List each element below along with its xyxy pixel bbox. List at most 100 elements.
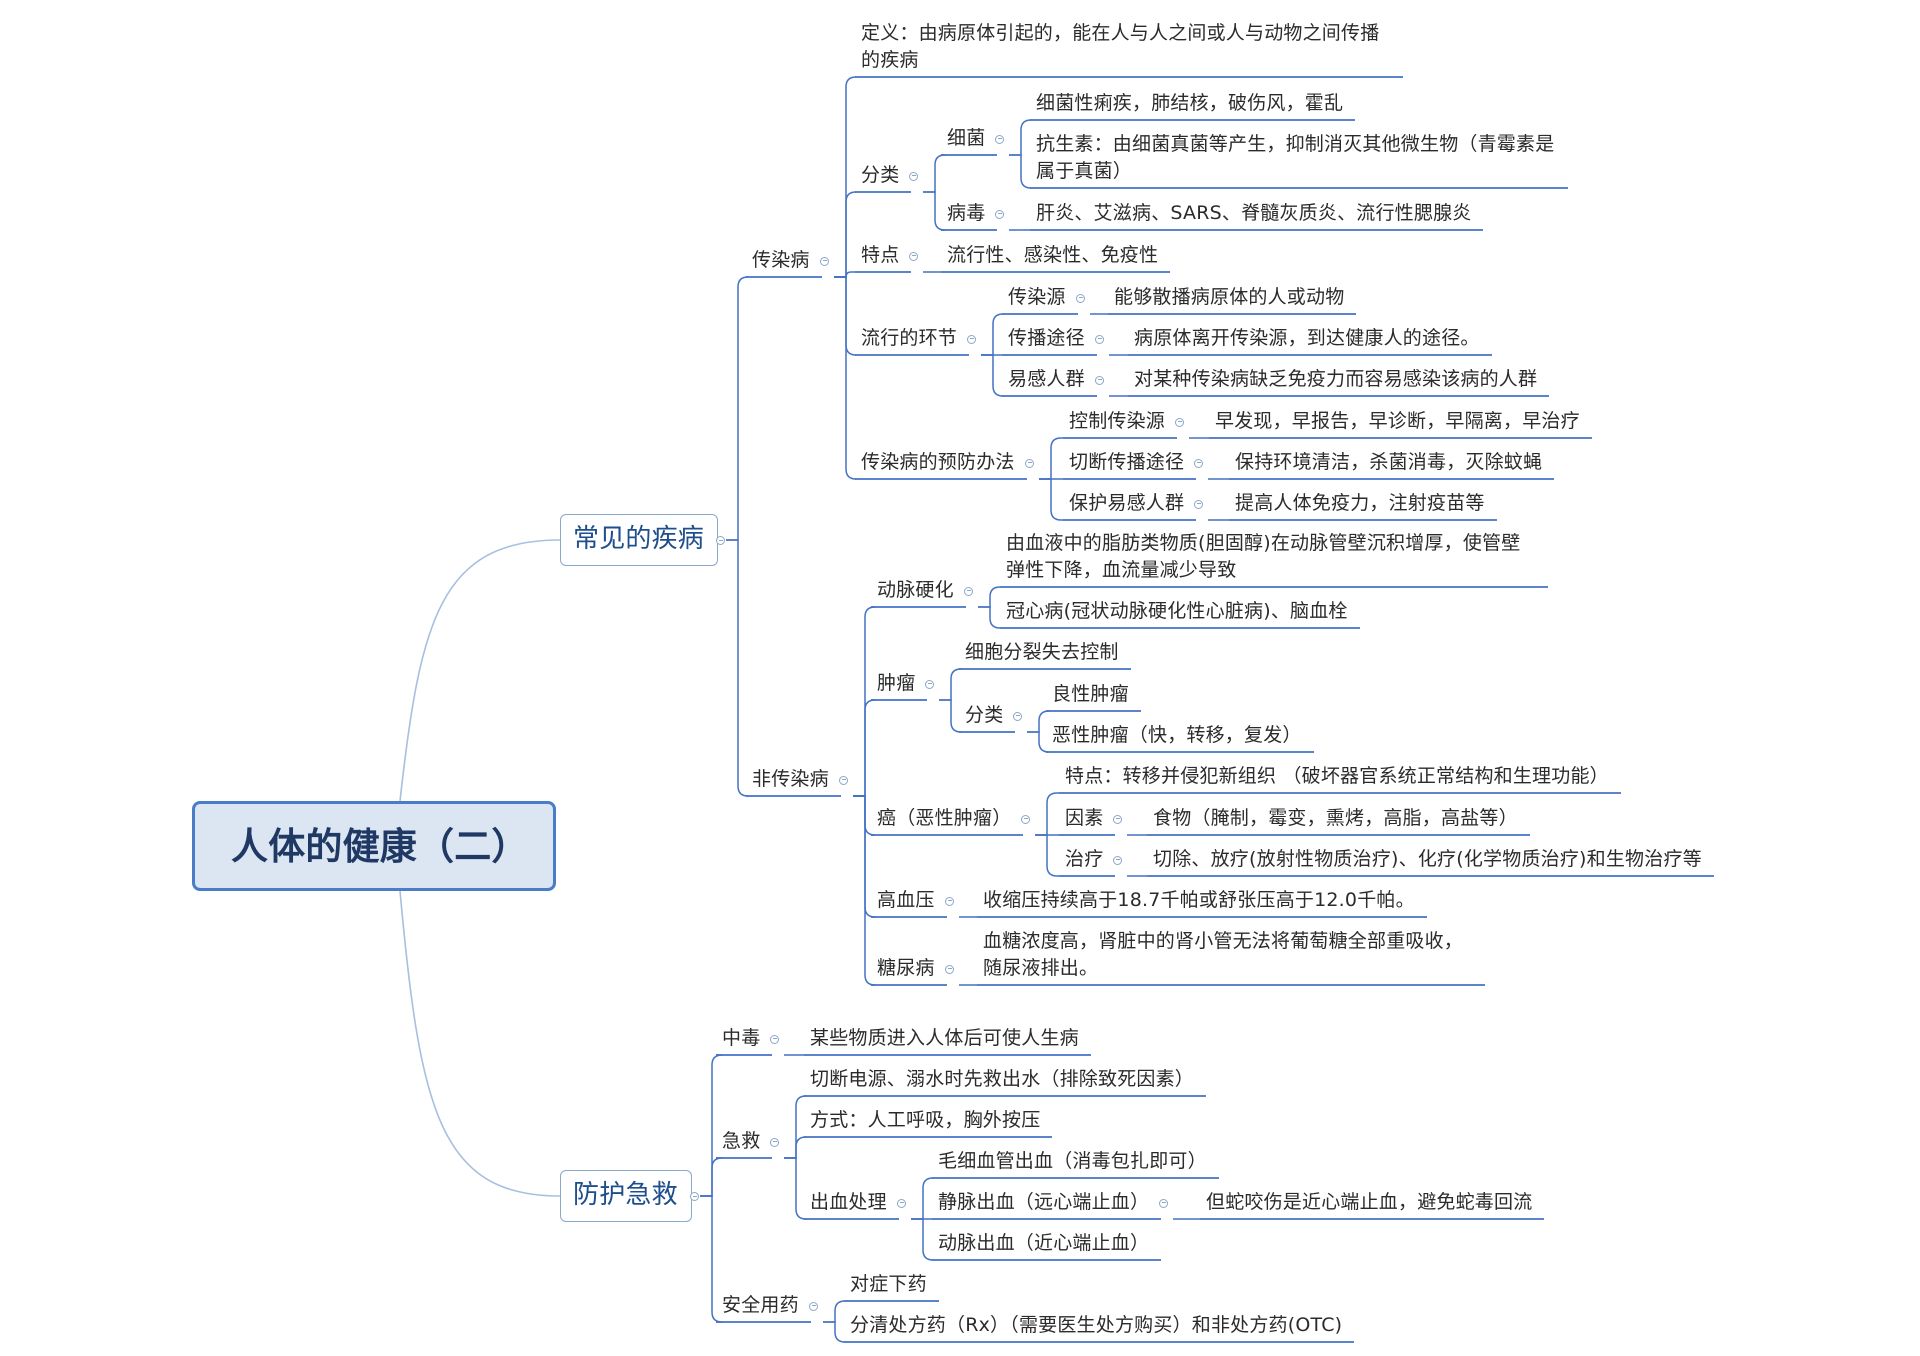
topic-emergency[interactable]: 急救 <box>722 1130 761 1152</box>
hypertension-value: 收缩压持续高于18.7千帕或舒张压高于12.0千帕。 <box>983 889 1415 911</box>
collapse-toggle[interactable] <box>1159 1198 1168 1208</box>
topic-infectious-to-topic-epidemic-links-connector <box>834 276 857 356</box>
collapse-toggle[interactable] <box>1194 458 1203 468</box>
topic-route[interactable]: 传播途径 <box>1008 327 1085 349</box>
bacteria-examples: 细菌性痢疾，肺结核，破伤风，霍乱 <box>1036 92 1344 114</box>
control-value: 早发现，早报告，早诊断，早隔离，早治疗 <box>1215 410 1580 432</box>
topic-bleeding-to-artery-bleeding-connector <box>911 1218 934 1261</box>
collapse-toggle[interactable] <box>1113 814 1122 824</box>
topic-tumor[interactable]: 肿瘤 <box>877 672 916 694</box>
topic-arteriosclerosis-to-arteriosclerosis-cause-connector <box>978 586 1001 608</box>
topic-susceptible[interactable]: 易感人群 <box>1008 368 1085 390</box>
collapse-toggle[interactable] <box>1095 375 1104 385</box>
collapse-toggle[interactable] <box>1095 334 1104 344</box>
collapse-toggle[interactable] <box>1025 458 1034 468</box>
topic-emergency-to-emergency-methods-connector <box>784 1136 807 1159</box>
medication-rule2: 分清处方药（Rx）（需要医生处方购买）和非处方药(OTC) <box>850 1314 1343 1336</box>
collapse-toggle[interactable] <box>909 251 918 261</box>
collapse-toggle[interactable] <box>1013 711 1022 721</box>
topic-control-source[interactable]: 控制传染源 <box>1069 410 1166 432</box>
arteriosclerosis-cause: 由血液中的脂肪类物质(胆固醇)在动脉管壁沉积增厚，使管壁弹性下降，血流量减少导致 <box>1006 532 1521 581</box>
collapse-toggle[interactable] <box>820 256 829 266</box>
topic-infectious-to-topic-classification-connector <box>834 191 857 278</box>
medication-rule1: 对症下药 <box>850 1273 927 1295</box>
topic-bacteria-to-antibiotic-note-connector <box>1009 154 1032 189</box>
topic-non-infectious-to-topic-arteriosclerosis-connector <box>853 606 876 797</box>
topic-virus[interactable]: 病毒 <box>947 202 986 224</box>
topic-infectious-to-topic-features-connector <box>834 271 855 278</box>
infectious-definition: 定义：由病原体引起的，能在人与人之间或人与动物之间传播的疾病 <box>861 22 1380 71</box>
treatment-value: 切除、放疗(放射性物质治疗)、化疗(化学物质治疗)和生物治疗等 <box>1153 848 1702 870</box>
topic-non-infectious-to-topic-hypertension-connector <box>853 795 876 918</box>
branch-first-aid[interactable]: 防护急救 <box>560 1170 692 1222</box>
topic-tumor-classification-to-benign-tumor-connector <box>1027 710 1050 733</box>
factors-value: 食物（腌制，霉变，熏烤，高脂，高盐等） <box>1153 807 1518 829</box>
collapse-toggle[interactable] <box>995 134 1004 144</box>
collapse-toggle[interactable] <box>964 586 973 596</box>
topic-poisoning[interactable]: 中毒 <box>722 1027 761 1049</box>
root-topic[interactable]: 人体的健康（二） <box>192 801 556 891</box>
branch-first-aid-to-topic-medication-connector <box>700 1195 723 1323</box>
diabetes-value: 血糖浓度高，肾脏中的肾小管无法将葡萄糖全部重吸收，随尿液排出。 <box>983 930 1464 979</box>
malignant-tumor: 恶性肿瘤（快，转移，复发） <box>1052 724 1302 746</box>
topic-tumor-to-tumor-cause-connector <box>939 668 962 701</box>
topic-emergency-to-topic-bleeding-connector <box>784 1157 807 1220</box>
collapse-toggle[interactable] <box>770 1034 779 1044</box>
topic-cancer-factors[interactable]: 因素 <box>1065 807 1104 829</box>
collapse-toggle[interactable] <box>897 1198 906 1208</box>
collapse-toggle[interactable] <box>945 896 954 906</box>
topic-cut-route[interactable]: 切断传播途径 <box>1069 451 1185 473</box>
branch-common-diseases[interactable]: 常见的疾病 <box>560 514 718 566</box>
topic-tumor-classification-to-malignant-tumor-connector <box>1027 731 1050 753</box>
topic-arteriosclerosis[interactable]: 动脉硬化 <box>877 579 954 601</box>
cut-value: 保持环境清洁，杀菌消毒，灭除蚊蝇 <box>1235 451 1543 473</box>
topic-vein-bleeding[interactable]: 静脉出血（远心端止血） <box>938 1191 1150 1213</box>
artery-bleeding: 动脉出血（近心端止血） <box>938 1232 1150 1254</box>
topic-prevention[interactable]: 传染病的预防办法 <box>861 451 1015 473</box>
topic-epidemic-links[interactable]: 流行的环节 <box>861 327 958 349</box>
collapse-toggle[interactable] <box>716 536 725 545</box>
topic-bacteria[interactable]: 细菌 <box>947 127 986 149</box>
benign-tumor: 良性肿瘤 <box>1052 683 1129 705</box>
topic-hypertension[interactable]: 高血压 <box>877 889 935 911</box>
topic-medication[interactable]: 安全用药 <box>722 1294 799 1316</box>
collapse-toggle[interactable] <box>770 1137 779 1147</box>
collapse-toggle[interactable] <box>1021 814 1030 824</box>
poisoning-value: 某些物质进入人体后可使人生病 <box>810 1027 1079 1049</box>
topic-cancer[interactable]: 癌（恶性肿瘤） <box>877 807 1012 829</box>
collapse-toggle[interactable] <box>809 1301 818 1311</box>
topic-infectious-to-infectious-definition-connector <box>834 76 857 278</box>
collapse-toggle[interactable] <box>967 334 976 344</box>
topic-diabetes[interactable]: 糖尿病 <box>877 957 935 979</box>
collapse-toggle[interactable] <box>909 171 918 181</box>
capillary-bleeding: 毛细血管出血（消毒包扎即可） <box>938 1150 1207 1172</box>
topic-tumor-classification[interactable]: 分类 <box>965 704 1004 726</box>
collapse-toggle[interactable] <box>1175 417 1184 427</box>
topic-non-infectious[interactable]: 非传染病 <box>752 768 829 790</box>
topic-classification[interactable]: 分类 <box>861 164 900 186</box>
virus-examples: 肝炎、艾滋病、SARS、脊髓灰质炎、流行性腮腺炎 <box>1036 202 1472 224</box>
collapse-toggle[interactable] <box>1194 499 1203 509</box>
collapse-toggle[interactable] <box>839 775 848 785</box>
topic-epidemic-links-to-topic-source-connector <box>981 313 1004 356</box>
vein-note: 但蛇咬伤是近心端止血，避免蛇毒回流 <box>1206 1191 1533 1213</box>
collapse-toggle[interactable] <box>995 209 1004 219</box>
collapse-toggle[interactable] <box>945 964 954 974</box>
collapse-toggle[interactable] <box>690 1192 699 1201</box>
topic-cancer-to-topic-cancer-treatment-connector <box>1035 834 1059 877</box>
topic-bleeding[interactable]: 出血处理 <box>810 1191 887 1213</box>
tumor-cause: 细胞分裂失去控制 <box>965 641 1119 663</box>
route-value: 病原体离开传染源，到达健康人的途径。 <box>1134 327 1480 349</box>
topic-features[interactable]: 特点 <box>861 244 900 266</box>
topic-non-infectious-to-topic-cancer-connector <box>853 795 876 836</box>
collapse-toggle[interactable] <box>1076 293 1085 303</box>
topic-epidemic-links-to-topic-susceptible-connector <box>981 354 1004 397</box>
topic-protect[interactable]: 保护易感人群 <box>1069 492 1185 514</box>
collapse-toggle[interactable] <box>925 679 934 689</box>
topic-source[interactable]: 传染源 <box>1008 286 1066 308</box>
collapse-toggle[interactable] <box>1113 855 1122 865</box>
topic-cancer-treatment[interactable]: 治疗 <box>1065 848 1104 870</box>
topic-infectious[interactable]: 传染病 <box>752 249 810 271</box>
features-value: 流行性、感染性、免疫性 <box>947 244 1159 266</box>
